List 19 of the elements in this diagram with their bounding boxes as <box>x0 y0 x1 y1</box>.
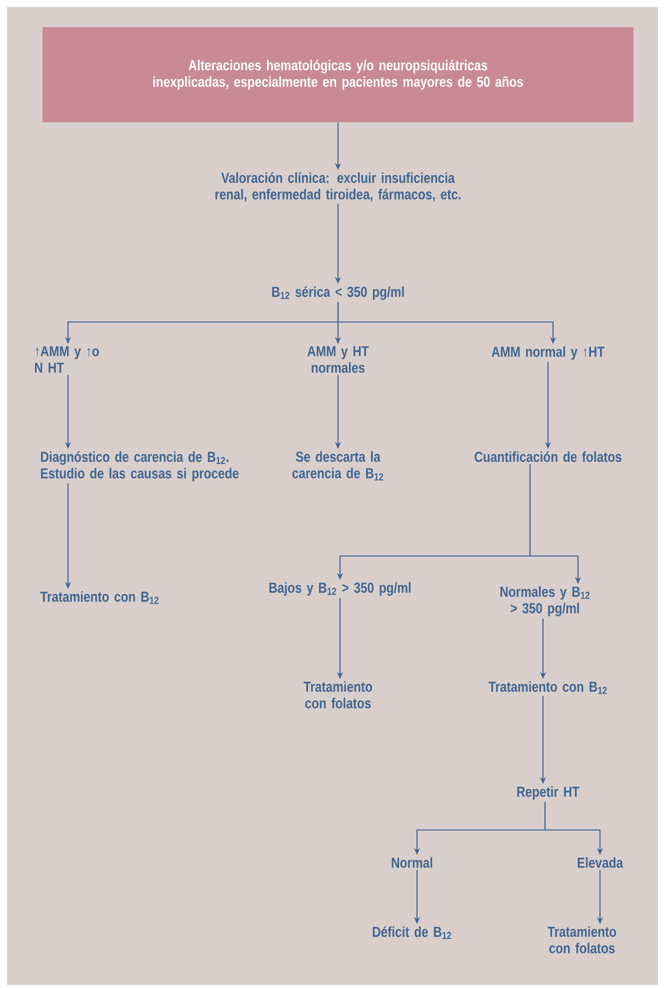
step-text: Diagnóstico de carencia de B$_{12}$. Estudio de las causas si procede <box>41 451 239 482</box>
header-box: Alteraciones hematológicas y/o neuropsiquiátricas inexplicadas, especialmente en pacientes mayores de 50 años <box>42 27 634 122</box>
step-text: B$_{12}$ sérica < 350 pg/ml <box>272 286 404 300</box>
step-text: Bajos y B$_{12}$ > 350 pg/ml <box>269 582 411 596</box>
step-text: Repetir HT <box>517 786 580 800</box>
step-text: Tratamiento con B$_{12}$ <box>40 591 158 604</box>
step-text: ↑AMM y ↑o N HT <box>35 346 99 373</box>
step-text: AMM y HT normales <box>307 346 369 373</box>
step-text: Cuantificación de folatos <box>474 451 622 462</box>
step-text: Valoración clínica: excluir insuficiencia renal, enfermedad tiroidea, fármacos, etc. <box>215 172 461 202</box>
step-text: Elevada <box>578 857 624 868</box>
step-text: Tratamiento con folatos <box>548 926 616 954</box>
step-text: Tratamiento con B$_{12}$ <box>488 681 607 694</box>
step-text: Se descarta la carencia de B$_{12}$ <box>292 451 384 480</box>
step-text: Normales y B$_{12}$ > 350 pg/ml <box>500 586 590 616</box>
step-text: Déficit de B$_{12}$ <box>372 926 452 939</box>
step-text: Normal <box>392 857 432 868</box>
step-text: AMM normal y ↑HT <box>492 346 604 360</box>
step-text: Tratamiento con folatos <box>304 681 372 708</box>
